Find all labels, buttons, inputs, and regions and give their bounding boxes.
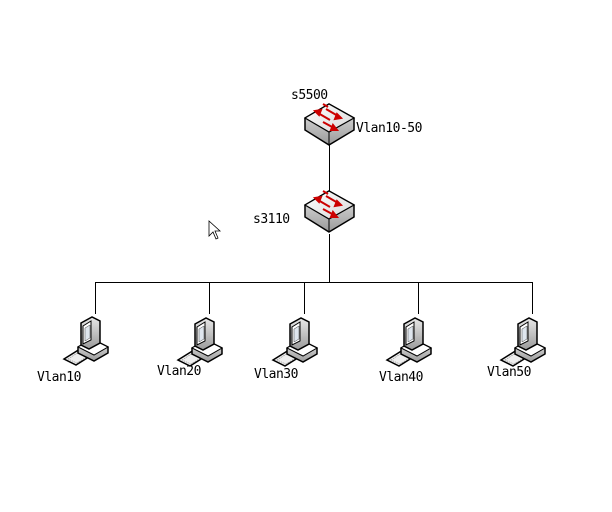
core-switch-vlan-label: Vlan10-50 [356,121,422,136]
core-switch-icon[interactable] [304,103,355,146]
pc-icon[interactable] [386,317,432,367]
links [95,145,533,314]
host-label: Vlan10 [37,370,81,385]
pc-icon[interactable] [500,317,546,367]
pc-icon[interactable] [272,317,318,367]
core-switch-name: s5500 [291,88,328,103]
pc-icon[interactable] [63,316,109,366]
host-label: Vlan50 [487,365,531,380]
access-switch-icon[interactable] [304,190,355,233]
mouse-cursor-icon [208,220,222,240]
pc-icon[interactable] [177,317,223,367]
access-switch-name: s3110 [253,212,290,227]
host-label: Vlan30 [254,367,298,382]
host-label: Vlan20 [157,364,201,379]
host-label: Vlan40 [379,370,423,385]
